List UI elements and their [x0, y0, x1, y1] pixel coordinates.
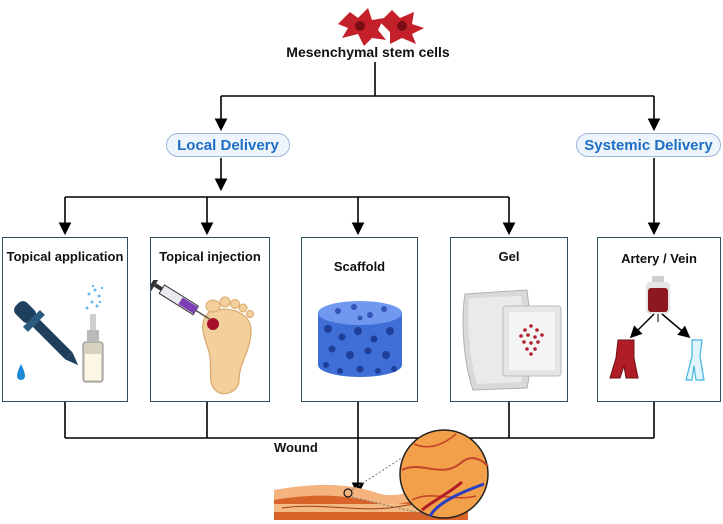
stem-cells-illustration: [338, 8, 424, 46]
artery-vein-box: Artery / Vein: [597, 237, 721, 402]
foot-injection-illustration: [151, 280, 254, 395]
gel-box: Gel: [450, 237, 568, 402]
scaffold-label: Scaffold: [333, 259, 386, 274]
dropper-and-spray-illustration: [14, 284, 104, 383]
iv-bag-vessels-illustration: [609, 276, 705, 381]
artery-vein-label: Artery / Vein: [621, 251, 697, 266]
gel-patch-illustration: [462, 289, 562, 391]
local-delivery-label: Local Delivery: [166, 133, 290, 157]
wound-label: Wound: [274, 440, 318, 455]
porous-scaffold-illustration: [318, 301, 402, 377]
topical-injection-label: Topical injection: [159, 249, 261, 264]
topical-injection-box: Topical injection: [150, 237, 270, 402]
stem-cells-title: Mesenchymal stem cells: [286, 44, 450, 60]
scaffold-box: Scaffold: [301, 237, 418, 402]
systemic-delivery-label: Systemic Delivery: [576, 133, 721, 157]
topical-application-box: Topical application: [2, 237, 128, 402]
wound-illustration: [274, 429, 489, 520]
topical-application-label: Topical application: [6, 249, 124, 264]
gel-label: Gel: [498, 249, 520, 264]
